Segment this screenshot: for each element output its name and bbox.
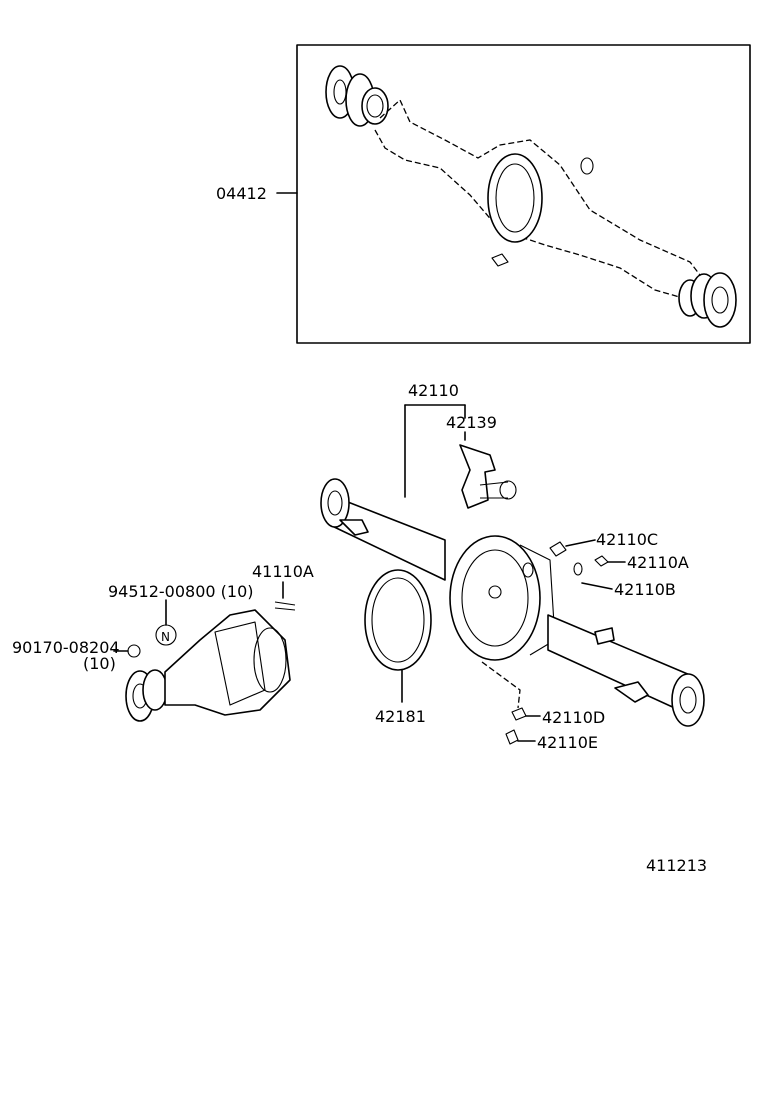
label-04412: 04412 — [216, 184, 267, 203]
label-42110d: 42110D — [542, 708, 605, 727]
label-41110a: 41110A — [252, 562, 314, 581]
bracket-drawing — [459, 444, 517, 509]
housing-drawing — [320, 478, 705, 727]
assembly-box — [296, 44, 751, 344]
label-42139: 42139 — [446, 413, 497, 432]
label-90170: 90170-08204 — [12, 638, 120, 657]
label-90170-qty: (10) — [83, 654, 116, 673]
label-42110a: 42110A — [627, 553, 689, 572]
label-42110b: 42110B — [614, 580, 676, 599]
label-94512: 94512-00800 (10) — [108, 582, 254, 601]
label-42110c: 42110C — [596, 530, 658, 549]
axle-assembly-drawing — [325, 65, 737, 328]
diagram-id: 411213 — [646, 856, 707, 875]
label-42110: 42110 — [408, 381, 459, 400]
label-42110e: 42110E — [537, 733, 598, 752]
new-part-mark: N — [161, 630, 170, 644]
carrier-drawing — [113, 581, 296, 722]
gasket-drawing — [364, 569, 432, 703]
hardware-drawing — [505, 539, 626, 745]
label-42181: 42181 — [375, 707, 426, 726]
